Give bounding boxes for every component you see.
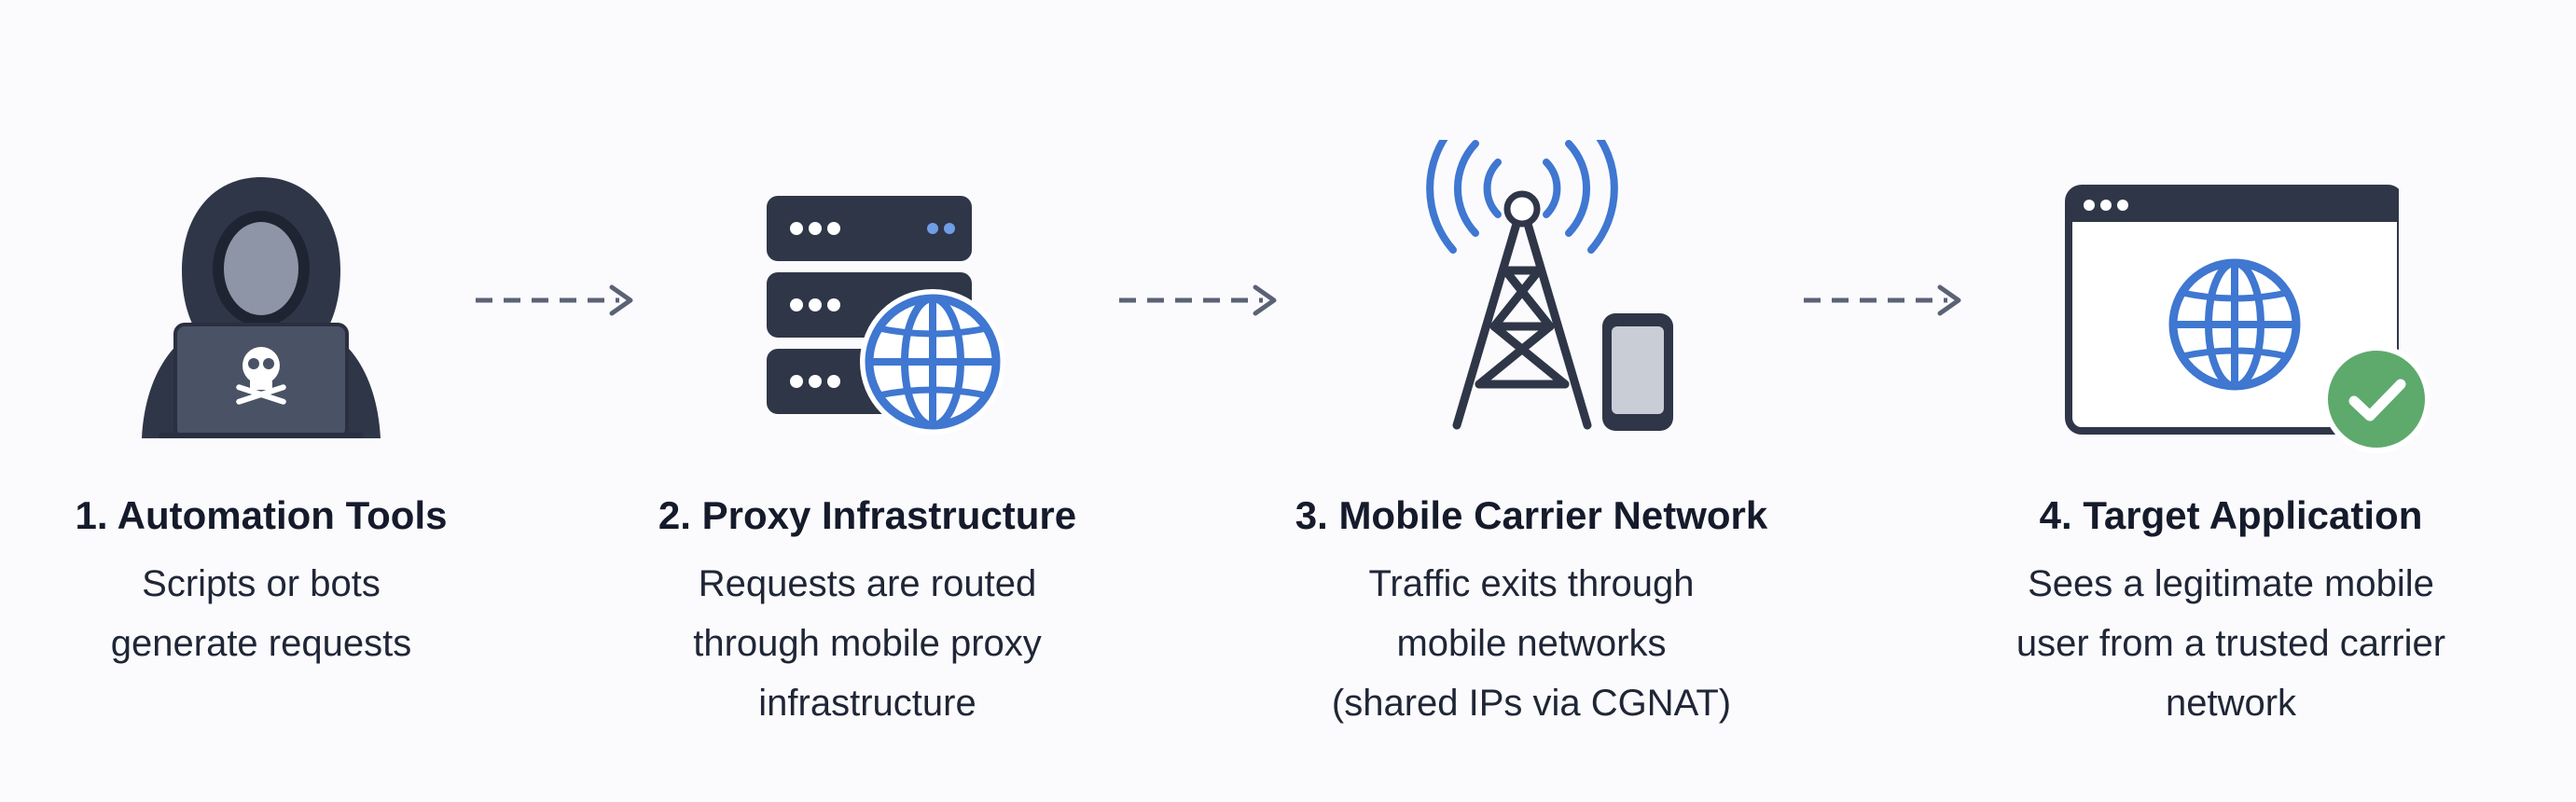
check-circle-icon [2322, 345, 2431, 453]
step-title: 4. Target Application [2039, 493, 2423, 537]
cell-tower-phone-icon [1426, 140, 1673, 431]
dashed-arrow-icon [1804, 284, 1961, 316]
description-line: network [2165, 683, 2297, 724]
description-line: mobile networks [1396, 623, 1667, 664]
description-line: through mobile proxy [693, 623, 1042, 664]
description-line: (shared IPs via CGNAT) [1331, 683, 1732, 724]
description-line: Requests are routed [698, 563, 1037, 604]
description-line: infrastructure [758, 683, 976, 724]
step-mobile-carrier-network: 3. Mobile Carrier Network Traffic exits … [1270, 0, 1793, 802]
description-line: generate requests [110, 623, 412, 664]
dashed-arrow-icon [476, 284, 633, 316]
step-description: Traffic exits through mobile networks (s… [1270, 554, 1793, 733]
step-target-application: 4. Target Application Sees a legitimate … [1970, 0, 2492, 802]
hacker-icon [142, 177, 381, 438]
step-proxy-infrastructure: 2. Proxy Infrastructure Requests are rou… [644, 0, 1091, 802]
dashed-arrow-icon [1119, 284, 1277, 316]
step-description: Sees a legitimate mobile user from a tru… [1970, 554, 2492, 733]
step-title: 1. Automation Tools [75, 493, 448, 537]
step-automation-tools: 1. Automation Tools Scripts or bots gene… [37, 0, 485, 802]
description-line: Traffic exits through [1368, 563, 1695, 604]
step-description: Requests are routed through mobile proxy… [644, 554, 1091, 733]
browser-globe-check-icon [2065, 185, 2399, 435]
description-line: Scripts or bots [142, 563, 381, 604]
step-description: Scripts or bots generate requests [37, 554, 485, 673]
description-line: user from a trusted carrier [2015, 623, 2446, 664]
proxy-server-globe-icon [767, 196, 1005, 435]
description-line: Sees a legitimate mobile [2028, 563, 2434, 604]
step-title: 3. Mobile Carrier Network [1295, 493, 1768, 537]
step-title: 2. Proxy Infrastructure [658, 493, 1077, 537]
